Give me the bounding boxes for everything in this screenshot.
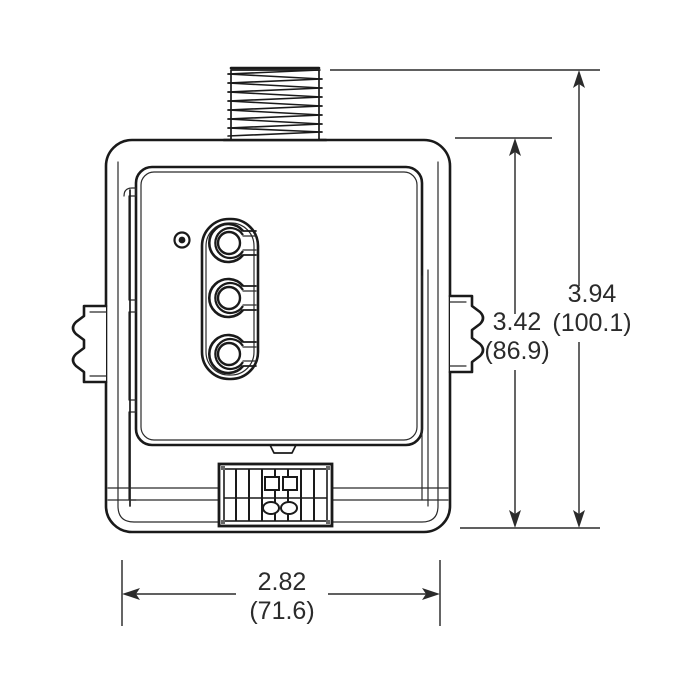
- right-edge-rail: [421, 269, 429, 507]
- body-height-arrow-bottom: [509, 510, 521, 528]
- mounting-bracket-left: [71, 304, 108, 384]
- sensor-lens-middle: [207, 277, 257, 319]
- indicator-led: [173, 231, 191, 249]
- sensor-lens-top: [207, 222, 257, 264]
- overall-height-value-inch: 3.94: [568, 280, 617, 308]
- body-height-dimension: 3.42 (86.9): [455, 137, 552, 528]
- body-height-value-inch: 3.42: [493, 308, 542, 336]
- overall-height-arrow-top: [573, 70, 585, 88]
- overall-width-dimension: 2.82 (71.6): [121, 560, 441, 626]
- body-height-arrow-top: [509, 138, 521, 156]
- overall-width-value-inch: 2.82: [258, 568, 307, 596]
- overall-width-arrow-right: [422, 588, 440, 600]
- threaded-conduit-nipple: [222, 66, 328, 142]
- sensor-lens-bottom: [207, 333, 257, 375]
- overall-height-value-mm: (100.1): [552, 309, 631, 337]
- overall-height-dimension: 3.94 (100.1): [330, 69, 632, 529]
- overall-width-value-mm: (71.6): [249, 597, 314, 625]
- enclosure-faceplate: [134, 165, 424, 454]
- left-edge-rail: [123, 187, 137, 507]
- wiring-terminal-block: [217, 462, 334, 528]
- body-height-value-mm: (86.9): [484, 337, 549, 365]
- overall-height-arrow-bottom: [573, 510, 585, 528]
- mounting-bracket-right: [448, 294, 485, 374]
- overall-width-arrow-left: [122, 588, 140, 600]
